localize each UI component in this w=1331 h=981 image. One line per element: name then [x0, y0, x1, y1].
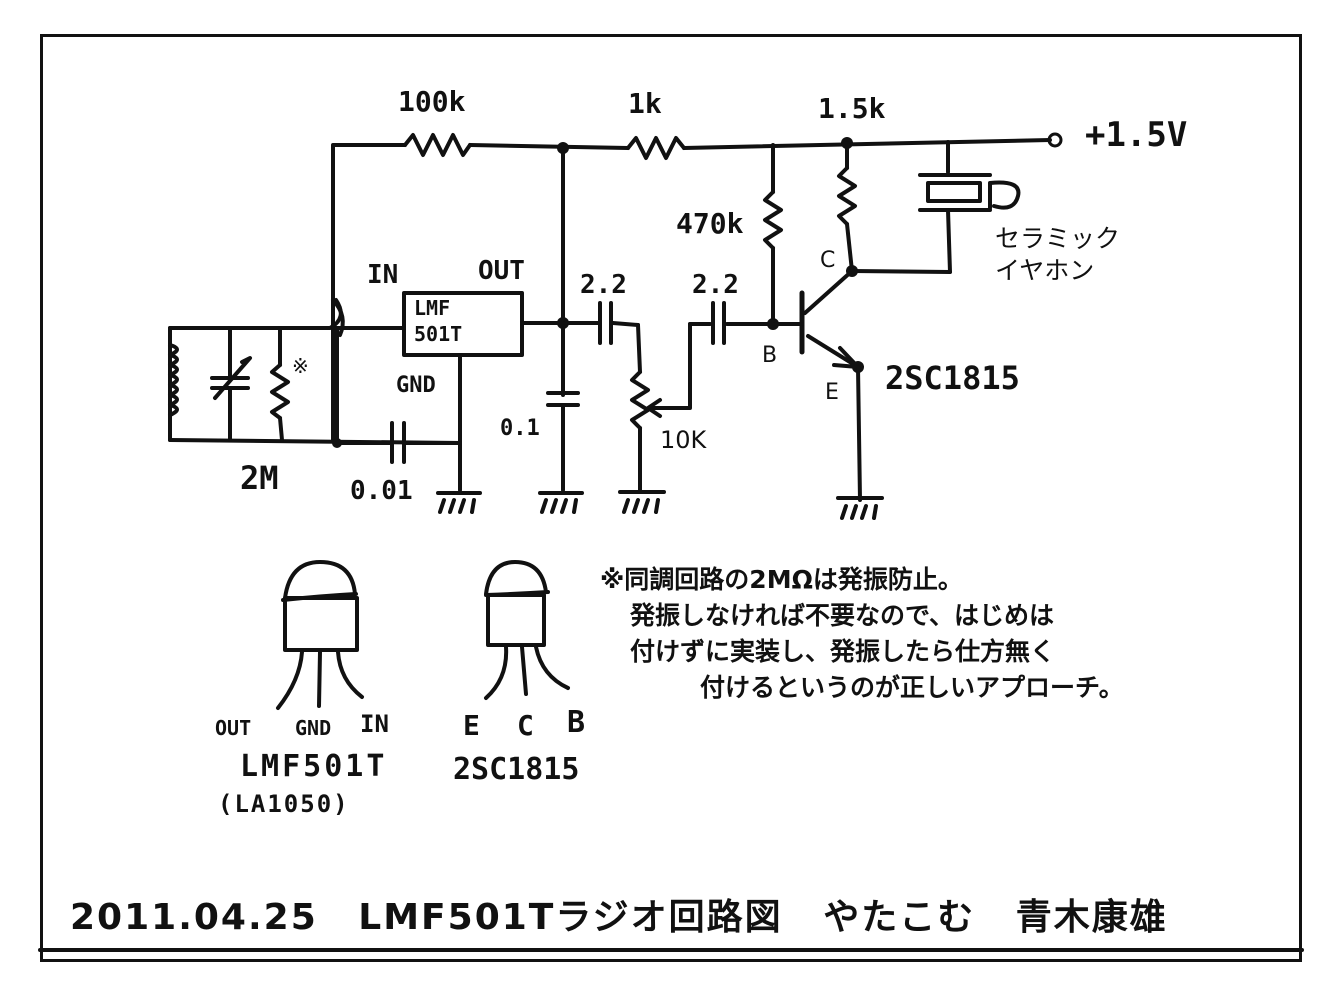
ic-package-drawing [276, 560, 364, 710]
ground-symbol [538, 491, 584, 514]
label-1-5k: 1.5k [818, 92, 886, 125]
oscillation-note: ※同調回路の2MΩは発振防止。 発振しなければ不要なので、はじめは 付けずに実装… [600, 562, 1180, 706]
label-transistor-part: 2SC1815 [885, 359, 1020, 397]
title-handle: やたこむ [823, 897, 976, 938]
note-line: 付けずに実装し、発振したら仕方無く [630, 637, 1056, 666]
potentiometer-10k [630, 323, 670, 492]
label-100k: 100k [398, 85, 466, 118]
pinout-tr-part: 2SC1815 [453, 752, 580, 787]
label-pin-c: C [820, 248, 836, 273]
capacitor-0-1 [546, 391, 580, 492]
label-cap-0-01: 0.01 [350, 476, 413, 506]
variable-arrow [213, 356, 252, 400]
label-supply-voltage: +1.5V [1085, 115, 1188, 155]
label-ic-name-1: LMF [414, 296, 451, 320]
ground-symbol [836, 496, 884, 520]
drawing-frame [40, 34, 1302, 962]
label-ic-pin-out: OUT [478, 256, 525, 286]
label-2m: 2M [240, 459, 279, 497]
label-ceramic: セラミック [995, 224, 1121, 253]
title-text: LMF501Tラジオ回路図 [358, 897, 783, 938]
pinout-ic-out: OUT [215, 716, 252, 740]
title-block: 2011.04.25 LMF501Tラジオ回路図 やたこむ 青木康雄 [70, 888, 1194, 940]
note-line: 発振しなければ不要なので、はじめは [630, 601, 1055, 630]
capacitor-2-2-first [561, 301, 640, 345]
pinout-tr-b: B [567, 705, 586, 740]
label-pin-b: B [762, 343, 778, 368]
capacitor-2-2-second [666, 301, 775, 410]
note-line: ※同調回路の2MΩは発振防止。 [600, 565, 963, 594]
resistor-100k [403, 133, 472, 157]
pinout-ic-equivalent: (LA1050) [218, 790, 350, 818]
label-cap-0-1: 0.1 [500, 416, 540, 441]
ground-symbol [436, 491, 482, 514]
pinout-tr-c: C [517, 709, 534, 742]
resistor-1k [626, 136, 686, 160]
label-1k: 1k [628, 87, 662, 120]
label-cap-2-2-second: 2.2 [692, 270, 739, 300]
label-ic-pin-in: IN [367, 260, 399, 290]
ceramic-earphone-symbol [850, 140, 1021, 274]
asterisk-mark: ※ [292, 354, 309, 378]
note-line: 付けるというのが正しいアプローチ。 [700, 673, 1124, 702]
label-pot-10k: 10K [660, 426, 707, 454]
pinout-tr-e: E [463, 709, 480, 742]
title-date: 2011.04.25 [70, 897, 318, 938]
ground-symbol [618, 490, 666, 514]
label-ic-pin-gnd: GND [396, 373, 436, 398]
label-earphone: イヤホン [995, 256, 1095, 285]
coil-symbol [168, 343, 179, 417]
label-470k: 470k [676, 207, 744, 240]
top-rail [331, 132, 1063, 442]
ic-lmf501t-block [402, 291, 565, 492]
transistor-2sc1815 [771, 269, 862, 502]
supply-terminal [1047, 132, 1063, 148]
tuning-circuit [168, 326, 462, 445]
label-pin-e: E [825, 380, 839, 405]
label-ic-name-2: 501T [414, 322, 463, 346]
capacitor-0-01 [335, 421, 462, 464]
pinout-ic-part: LMF501T [240, 749, 388, 784]
transistor-package-drawing [484, 560, 570, 700]
resistor-2m [270, 363, 290, 420]
input-wire [168, 298, 406, 337]
pinout-ic-in: IN [360, 710, 389, 738]
resistor-470k [763, 143, 783, 326]
pinout-ic-gnd: GND [295, 716, 332, 740]
label-cap-2-2-first: 2.2 [580, 270, 627, 300]
title-author: 青木康雄 [1015, 897, 1168, 938]
resistor-1-5k [837, 141, 857, 273]
